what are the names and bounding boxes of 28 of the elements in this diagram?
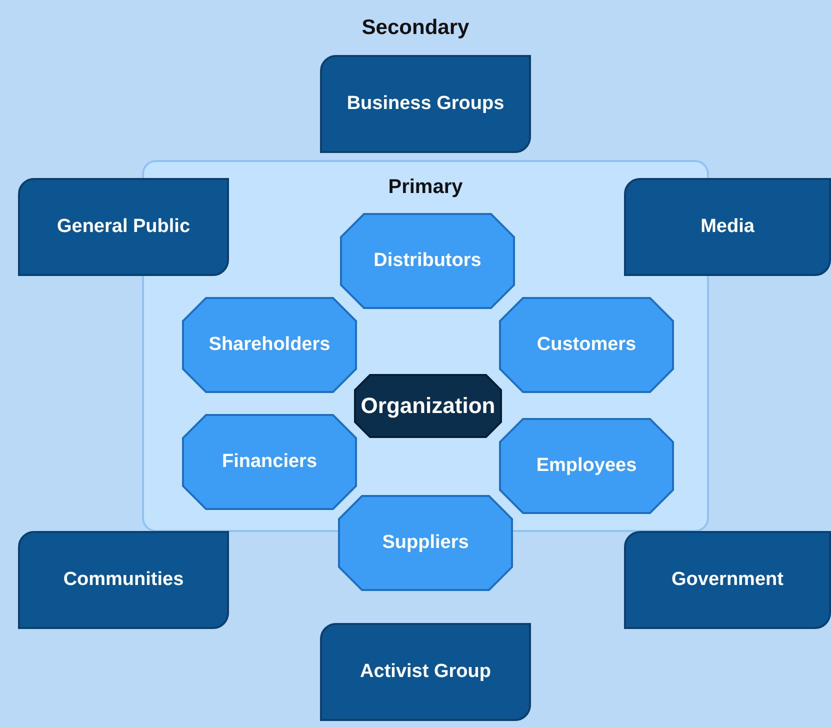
octagon-box: [182, 414, 357, 510]
node-label: General Public: [56, 216, 190, 238]
node-label: Communities: [63, 569, 184, 591]
stakeholder-box: [320, 55, 531, 153]
node-label: Organization: [360, 393, 496, 419]
center-octagon: [354, 374, 502, 438]
octagon-box: [499, 418, 674, 514]
node-label: Employees: [536, 455, 637, 477]
node-label: Activist Group: [360, 661, 491, 683]
node-label: Suppliers: [382, 532, 469, 554]
node-label: Government: [672, 569, 784, 591]
octagon-box: [340, 213, 515, 309]
stakeholder-box: [624, 531, 831, 629]
stakeholder-box: [18, 178, 229, 276]
stakeholder-box: [320, 623, 531, 721]
octagon-box: [338, 495, 513, 591]
node-label: Business Groups: [346, 93, 504, 115]
group-heading: Primary: [387, 176, 464, 199]
stakeholder-box: [624, 178, 831, 276]
octagon-box: [499, 297, 674, 393]
node-label: Media: [700, 216, 754, 238]
node-label: Customers: [536, 334, 636, 356]
octagon-box: [182, 297, 357, 393]
node-label: Distributors: [374, 250, 482, 272]
stakeholder-box: [18, 531, 229, 629]
node-label: Shareholders: [208, 334, 330, 356]
node-label: Financiers: [222, 451, 318, 473]
heading: Secondary: [360, 16, 470, 40]
